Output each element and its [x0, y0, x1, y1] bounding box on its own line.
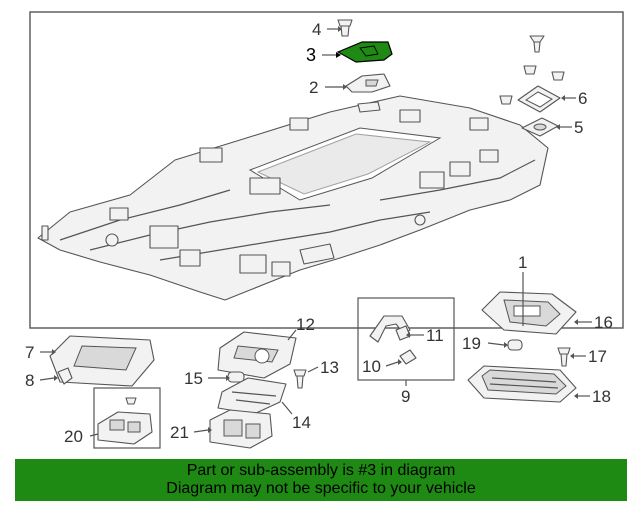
- grommet-part-6: [499, 35, 565, 113]
- cap-part-10: [395, 325, 417, 365]
- callout-18: 18: [592, 387, 611, 406]
- callout-1: 1: [518, 253, 527, 272]
- banner-line-1: Part or sub-assembly is #3 in diagram: [186, 462, 456, 479]
- clip-part-8: [57, 367, 73, 385]
- info-banner: Part or sub-assembly is #3 in diagram Di…: [15, 459, 627, 501]
- bulb-part-15: [227, 371, 245, 383]
- callout-13: 13: [320, 358, 339, 377]
- callout-14: 14: [292, 413, 311, 432]
- assembly-part-20: [97, 397, 153, 445]
- callout-16: 16: [594, 313, 613, 332]
- callout-6: 6: [578, 89, 587, 108]
- parts-diagram: 4 3 2 6 5 1 7 8 12 15 13 14 21 20 11 10 …: [25, 11, 624, 449]
- callout-17: 17: [588, 347, 607, 366]
- callout-15: 15: [184, 369, 203, 388]
- callout-5: 5: [574, 118, 583, 137]
- leader-lines: [39, 26, 592, 437]
- callout-8: 8: [25, 371, 34, 390]
- callout-12: 12: [296, 315, 315, 334]
- lens-part-18: [467, 365, 577, 403]
- callout-4: 4: [312, 20, 321, 39]
- callout-9: 9: [401, 387, 410, 406]
- callout-7: 7: [25, 343, 34, 362]
- callout-19: 19: [462, 334, 481, 353]
- callout-2: 2: [309, 78, 318, 97]
- pad-part-5: [521, 117, 559, 137]
- screw-part-17: [557, 347, 571, 367]
- bulb-part-19: [507, 339, 523, 351]
- part-20-frame: [93, 387, 161, 449]
- lamp-part-12: [217, 331, 297, 379]
- lens-part-14: [217, 377, 287, 415]
- headliner-frame: [29, 11, 624, 329]
- headliner-part: [37, 95, 549, 301]
- bracket-part-2: [345, 73, 391, 113]
- console-part-16: [481, 291, 577, 335]
- holder-part-7: [49, 335, 155, 387]
- clip-part-4: [337, 19, 353, 37]
- highlighted-part-3: [336, 41, 393, 63]
- callout-3: 3: [306, 45, 316, 65]
- screw-part-13: [293, 369, 307, 389]
- callout-21: 21: [170, 423, 189, 442]
- bracket-part-21: [209, 409, 273, 449]
- callout-20: 20: [64, 427, 83, 446]
- banner-line-2: Diagram may not be specific to your vehi…: [166, 480, 476, 497]
- callout-11: 11: [426, 326, 444, 345]
- callout-10: 10: [362, 357, 381, 376]
